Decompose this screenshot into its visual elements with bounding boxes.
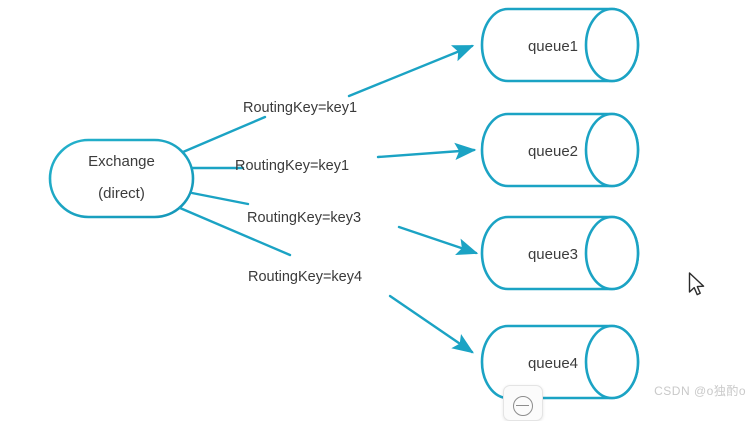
diagram-canvas: Exchange (direct) RoutingKey=key1 Routin…	[48, 7, 746, 421]
queue-4-label: queue4	[528, 355, 578, 372]
stub-1	[181, 115, 267, 154]
edge-label-2: RoutingKey=key1	[235, 158, 349, 174]
floating-toolbar-widget[interactable]	[503, 385, 543, 421]
queue-2-cap	[584, 112, 640, 188]
queue-node-1[interactable]: queue1	[480, 7, 640, 83]
arrow-to-queue4	[388, 294, 474, 354]
arrow-to-queue1	[347, 44, 475, 98]
exchange-shape	[48, 138, 195, 219]
queue-node-4[interactable]: queue4	[480, 324, 640, 400]
arrow-to-queue3	[397, 225, 479, 256]
stub-4	[178, 206, 292, 257]
queue-2-label: queue2	[528, 143, 578, 160]
stub-3	[190, 191, 250, 206]
edge-label-1: RoutingKey=key1	[243, 100, 357, 116]
edge-label-3: RoutingKey=key3	[247, 210, 361, 226]
queue-node-2[interactable]: queue2	[480, 112, 640, 188]
exchange-label-line2: (direct)	[98, 185, 145, 202]
exchange-node[interactable]: Exchange (direct)	[48, 138, 195, 219]
exchange-label-line1: Exchange	[88, 153, 155, 170]
queue-3-label: queue3	[528, 246, 578, 263]
queue-1-cap	[584, 7, 640, 83]
queue-node-3[interactable]: queue3	[480, 215, 640, 291]
queue-1-label: queue1	[528, 38, 578, 55]
arrow-to-queue2	[376, 142, 477, 161]
routing-arrows	[347, 44, 479, 354]
exchange-connector-stubs	[178, 115, 292, 257]
minus-circle-icon	[513, 396, 533, 416]
queue-4-cap	[584, 324, 640, 400]
edge-label-4: RoutingKey=key4	[248, 269, 362, 285]
queue-3-cap	[584, 215, 640, 291]
csdn-watermark: CSDN @o独酌o	[654, 384, 746, 398]
routing-diagram-svg: Exchange (direct) RoutingKey=key1 Routin…	[48, 7, 640, 400]
